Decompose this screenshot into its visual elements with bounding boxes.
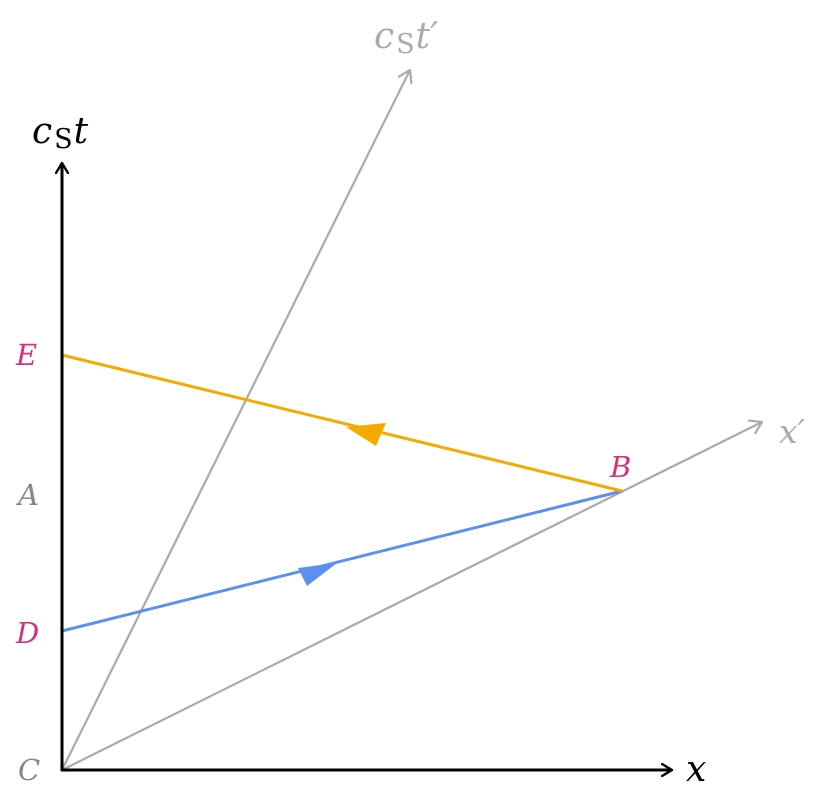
ct-axis-label: cSt (32, 111, 89, 155)
point-label-C: C (18, 753, 40, 787)
point-label-E: E (15, 338, 37, 372)
return-signal-line (61, 353, 623, 493)
x-axis-label: x (686, 749, 706, 790)
point-label-B: B (609, 450, 631, 484)
x-prime-axis-label: x′ (779, 412, 806, 451)
point-label-A: A (15, 478, 39, 512)
outgoing-signal-arrowhead (298, 563, 337, 586)
x-prime-axis (61, 422, 762, 771)
ct-prime-axis (61, 70, 410, 771)
outgoing-signal-line (61, 489, 623, 633)
point-label-D: D (15, 616, 39, 650)
return-signal-arrowhead (346, 423, 386, 446)
ct-prime-axis-label: cSt′ (374, 16, 438, 60)
